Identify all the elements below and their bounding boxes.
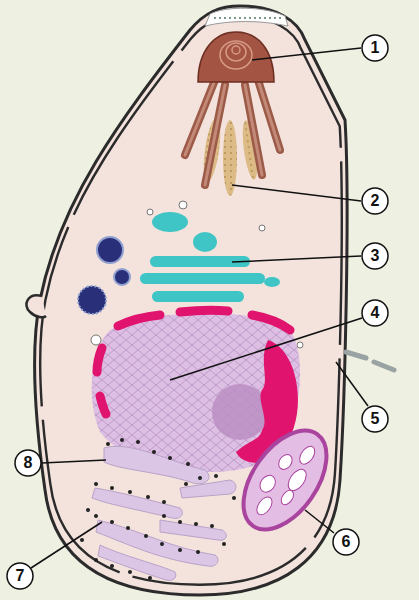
callout-number: 3 (371, 248, 380, 264)
micropore-material (346, 352, 394, 370)
conoid (198, 32, 274, 82)
callout-number: 7 (16, 568, 25, 584)
callout-number: 8 (24, 455, 33, 471)
cell-outline (35, 6, 348, 595)
callout-number: 5 (371, 411, 380, 427)
endoplasmic-reticulum (92, 446, 236, 580)
callout-circles (7, 35, 388, 589)
callout-number: 6 (342, 534, 351, 550)
nucleolus (212, 384, 268, 440)
callout-number: 4 (371, 305, 380, 321)
surface-bump (26, 295, 46, 317)
apical-cap (205, 8, 288, 26)
callout-number: 2 (371, 193, 380, 209)
leader-lines (31, 48, 368, 568)
dense-granules (78, 237, 130, 314)
ribosomes (80, 438, 236, 580)
golgi (140, 212, 280, 302)
rhoptries (185, 80, 280, 185)
callout-number: 1 (371, 40, 380, 56)
apical-cap-dots (214, 17, 282, 19)
mitochondrion (227, 416, 344, 544)
